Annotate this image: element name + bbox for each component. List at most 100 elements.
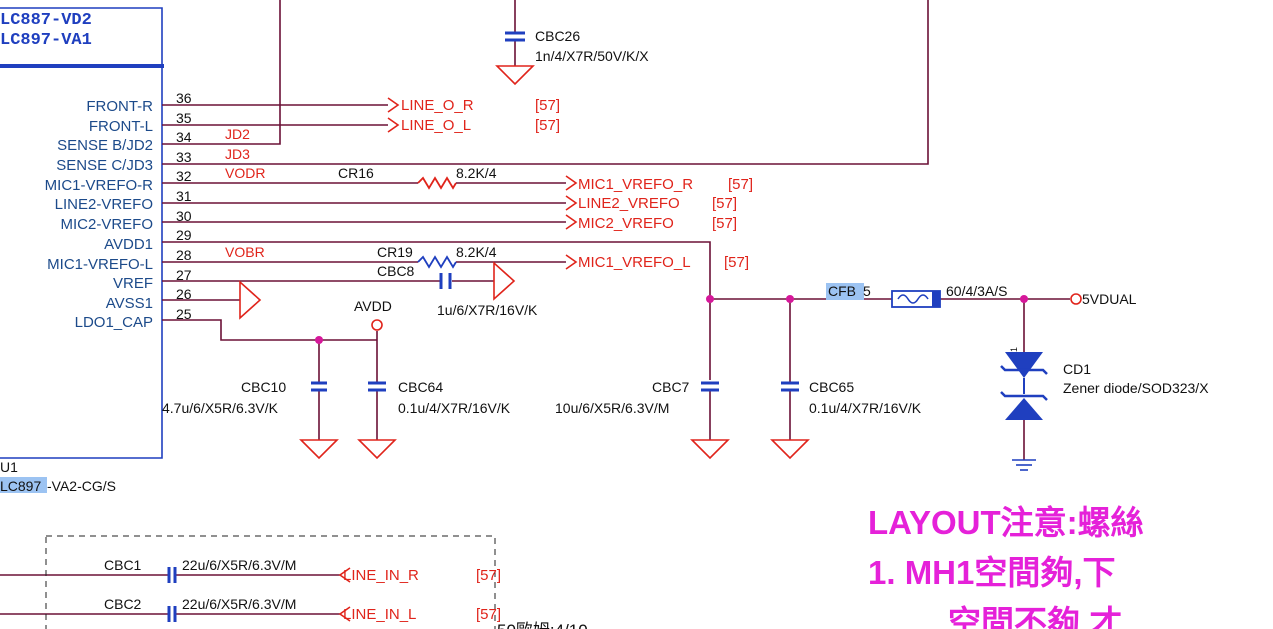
component-ref: CR19 bbox=[377, 244, 413, 260]
layout-note: LAYOUT注意:螺絲 1. MH1空間夠,下 空間不夠,才 bbox=[868, 504, 1144, 629]
ic-u1[interactable]: LC887-VD2 LC897-VA1 U1 LC897 -VA2-CG/S bbox=[0, 7, 164, 494]
ground-symbol bbox=[495, 65, 535, 86]
pin-num-28: 28 bbox=[176, 247, 192, 263]
component-value: 1u/6/X7R/16V/K bbox=[437, 302, 538, 318]
component-ref: CR16 bbox=[338, 165, 374, 181]
layout-note-line2: 1. MH1空間夠,下 bbox=[868, 554, 1116, 591]
capacitor-cbc8[interactable]: CBC8 1u/6/X7R/16V/K bbox=[377, 263, 538, 318]
capacitor-cbc7[interactable]: CBC7 10u/6/X5R/6.3V/M bbox=[555, 379, 719, 416]
ic-part-suffix: -VA2-CG/S bbox=[47, 478, 116, 494]
component-ref: CBC7 bbox=[652, 379, 690, 395]
pin-name-30: MIC2-VREFO bbox=[60, 216, 153, 233]
pin-num-32: 32 bbox=[176, 168, 192, 184]
layout-note-line1: LAYOUT注意:螺絲 bbox=[868, 504, 1144, 541]
component-ref: CBC10 bbox=[241, 379, 286, 395]
capacitor-cbc2[interactable]: CBC2 22u/6/X5R/6.3V/M bbox=[104, 596, 296, 622]
net-name: LINE_O_L bbox=[401, 117, 471, 134]
component-value: 0.1u/4/X7R/16V/K bbox=[398, 400, 511, 416]
pin-num-34: 34 bbox=[176, 129, 192, 145]
offpage-mic1-vrefo-l[interactable]: MIC1_VREFO_L [57] bbox=[578, 254, 749, 271]
pin-num-30: 30 bbox=[176, 208, 192, 224]
component-value: 8.2K/4 bbox=[456, 165, 497, 181]
offpage-line-o-r[interactable]: LINE_O_R [57] bbox=[401, 97, 560, 114]
component-ref: CFB bbox=[828, 283, 856, 299]
pin-name-35: FRONT-L bbox=[89, 118, 153, 135]
wires bbox=[0, 0, 1070, 615]
component-ref-suffix: 5 bbox=[863, 283, 871, 299]
pin-num-27: 27 bbox=[176, 267, 192, 283]
power-avdd[interactable]: AVDD bbox=[354, 298, 392, 331]
component-ref: CD1 bbox=[1063, 361, 1091, 377]
net-name: LINE_IN_R bbox=[343, 567, 419, 584]
junction-dot bbox=[786, 295, 794, 303]
component-value: 22u/6/X5R/6.3V/M bbox=[182, 596, 296, 612]
junctions bbox=[315, 295, 1028, 344]
offpage-arrows bbox=[338, 97, 578, 622]
pin-num-36: 36 bbox=[176, 90, 192, 106]
net-name: LINE2_VREFO bbox=[578, 195, 680, 212]
wire-label-vodr: VODR bbox=[225, 165, 265, 181]
zener-diode-cd1[interactable]: 1 CD1 Zener diode/SOD323/X bbox=[1000, 347, 1209, 420]
junction-dot bbox=[706, 295, 714, 303]
pin-name-26: AVSS1 bbox=[106, 295, 153, 312]
pin-name-34: SENSE B/JD2 bbox=[57, 137, 153, 154]
pin-name-32: MIC1-VREFO-R bbox=[45, 177, 154, 194]
net-ref: [57] bbox=[724, 254, 749, 271]
component-ref: CBC64 bbox=[398, 379, 443, 395]
net-ref: [57] bbox=[535, 97, 560, 114]
ic-part-highlight bbox=[0, 477, 47, 493]
pin-num-29: 29 bbox=[176, 227, 192, 243]
component-value: 60/4/3A/S bbox=[946, 283, 1008, 299]
component-ref: CBC2 bbox=[104, 596, 142, 612]
component-ref: CBC26 bbox=[535, 28, 580, 44]
ic-title-1: LC887-VD2 bbox=[0, 11, 92, 30]
power-label: 5VDUAL bbox=[1082, 291, 1137, 307]
component-value: 8.2K/4 bbox=[456, 244, 497, 260]
pin-num-33: 33 bbox=[176, 149, 192, 165]
offpage-line-in-l[interactable]: LINE_IN_L [57] bbox=[343, 606, 501, 623]
ground-symbol bbox=[239, 280, 262, 320]
pin-num-31: 31 bbox=[176, 188, 192, 204]
net-ref: [57] bbox=[476, 606, 501, 623]
component-value: 22u/6/X5R/6.3V/M bbox=[182, 557, 296, 573]
offpage-line-o-l[interactable]: LINE_O_L [57] bbox=[401, 117, 560, 134]
impedance-note: 50歐姆:4/10 bbox=[497, 621, 588, 629]
net-ref: [57] bbox=[728, 176, 753, 193]
offpage-mic2-vrefo[interactable]: MIC2_VREFO [57] bbox=[578, 215, 737, 232]
net-ref: [57] bbox=[712, 215, 737, 232]
resistor-cr19[interactable]: CR19 8.2K/4 bbox=[377, 244, 497, 269]
resistor-cr16[interactable]: CR16 8.2K/4 bbox=[338, 165, 497, 190]
pin-name-28: MIC1-VREFO-L bbox=[47, 256, 153, 273]
wire-label-jd2: JD2 bbox=[225, 126, 250, 142]
ground-symbol bbox=[770, 439, 810, 460]
diode-pin-number: 1 bbox=[1009, 347, 1019, 352]
pin-name-29: AVDD1 bbox=[104, 236, 153, 253]
junction-dot bbox=[1020, 295, 1028, 303]
junction-dot bbox=[315, 336, 323, 344]
component-value: 4.7u/6/X5R/6.3V/K bbox=[162, 400, 279, 416]
layout-note-line3: 空間不夠,才 bbox=[948, 604, 1122, 629]
net-ref: [57] bbox=[476, 567, 501, 584]
capacitor-cbc64[interactable]: CBC64 0.1u/4/X7R/16V/K bbox=[368, 379, 511, 416]
capacitor-cbc1[interactable]: CBC1 22u/6/X5R/6.3V/M bbox=[104, 557, 296, 583]
pin-name-25: LDO1_CAP bbox=[75, 314, 153, 331]
pin-name-31: LINE2-VREFO bbox=[55, 196, 153, 213]
pin-name-33: SENSE C/JD3 bbox=[56, 157, 153, 174]
offpage-mic1-vrefo-r[interactable]: MIC1_VREFO_R [57] bbox=[578, 176, 753, 193]
wire-label-jd3: JD3 bbox=[225, 146, 250, 162]
power-label: AVDD bbox=[354, 298, 392, 314]
pin-name-36: FRONT-R bbox=[86, 98, 153, 115]
component-ref: CBC1 bbox=[104, 557, 142, 573]
capacitor-cbc26[interactable]: CBC26 1n/4/X7R/50V/K/X bbox=[505, 28, 649, 64]
offpage-line2-vrefo[interactable]: LINE2_VREFO [57] bbox=[578, 195, 737, 212]
capacitor-cbc65[interactable]: CBC65 0.1u/4/X7R/16V/K bbox=[781, 379, 922, 416]
capacitor-cbc10[interactable]: CBC10 4.7u/6/X5R/6.3V/K bbox=[162, 379, 327, 416]
offpage-line-in-r[interactable]: LINE_IN_R [57] bbox=[343, 567, 501, 584]
power-5vdual[interactable]: 5VDUAL bbox=[1070, 291, 1137, 307]
component-ref: CBC65 bbox=[809, 379, 854, 395]
net-name: MIC2_VREFO bbox=[578, 215, 674, 232]
wire-label-vobr: VOBR bbox=[225, 244, 265, 260]
ic-part-prefix: LC897 bbox=[0, 478, 41, 494]
ferrite-bead-cfb5[interactable]: CFB 5 60/4/3A/S bbox=[826, 283, 1008, 308]
